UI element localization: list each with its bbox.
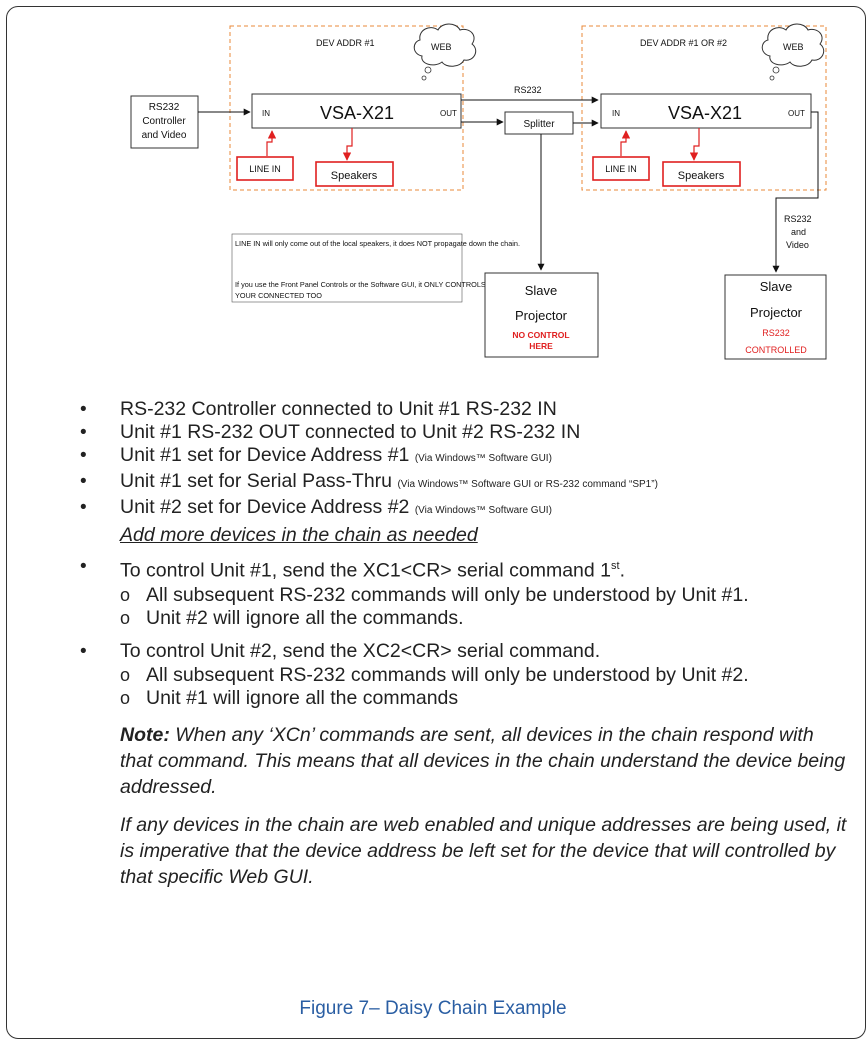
list-item: •RS-232 Controller connected to Unit #1 … (80, 398, 557, 420)
bullet-icon: • (80, 399, 87, 420)
circle-bullet-icon: o (120, 664, 131, 685)
list-item: •To control Unit #1, send the XC1<CR> se… (80, 555, 850, 630)
rs232-video-line1: RS232 (784, 214, 812, 224)
list-item: •Unit #1 set for Serial Pass-Thru (Via W… (80, 470, 658, 492)
xcn-note: Note: When any ‘XCn’ commands are sent, … (120, 723, 846, 798)
rs232-video-line3: Video (786, 240, 809, 250)
list-item: •Unit #1 RS-232 OUT connected to Unit #2… (80, 421, 581, 443)
vsa-unit-2-out: OUT (788, 109, 805, 118)
vsa-unit-1-in: IN (262, 109, 270, 118)
bullet-icon: • (80, 556, 87, 577)
vsa-unit-2 (600, 93, 812, 129)
bullet-icon: • (80, 445, 87, 466)
dev-addr-2-zone (581, 25, 827, 191)
line-in-box-2 (592, 156, 650, 181)
projector-right-line4: CONTROLLED (745, 345, 807, 355)
bullet-icon: • (80, 422, 87, 443)
vsa-unit-2-in: IN (612, 109, 620, 118)
speakers-label-1: Speakers (331, 170, 378, 182)
circle-bullet-icon: o (120, 607, 131, 628)
projector-left-line2: Projector (515, 308, 568, 323)
vsa-unit-1-out: OUT (440, 109, 457, 118)
list-item: •Unit #2 set for Device Address #2 (Via … (80, 496, 850, 547)
projector-right-line2: Projector (750, 305, 803, 320)
line-in-box-1 (236, 156, 294, 181)
projector-left-line3: NO CONTROL (512, 330, 569, 340)
circle-bullet-icon: o (120, 687, 131, 708)
speakers-label-2: Speakers (678, 170, 725, 182)
projector-left-line4: HERE (529, 341, 553, 351)
rs232-controller-box (130, 95, 199, 149)
vsa-unit-1-title: VSA-X21 (320, 103, 394, 123)
vsa-unit-2-title: VSA-X21 (668, 103, 742, 123)
line-in-label-2: LINE IN (605, 164, 637, 174)
list-item: •To control Unit #2, send the XC2<CR> se… (80, 640, 850, 890)
circle-bullet-icon: o (120, 584, 131, 605)
projector-right-line3: RS232 (762, 328, 790, 338)
web-label-1: WEB (431, 42, 452, 52)
chain-note-box (231, 233, 463, 303)
line-in-label-1: LINE IN (249, 164, 281, 174)
web-cloud-2: WEB (761, 23, 825, 81)
rs232-controller-line2: Controller (142, 116, 186, 127)
splitter-label: Splitter (523, 119, 555, 130)
add-devices-note: Add more devices in the chain as needed (120, 524, 478, 546)
instruction-list: •RS-232 Controller connected to Unit #1 … (80, 398, 850, 890)
web-gui-note: If any devices in the chain are web enab… (120, 813, 847, 888)
slave-projector-left (484, 272, 599, 358)
rs232-link-label: RS232 (514, 85, 542, 95)
chain-note-line3: YOUR CONNECTED TOO (235, 291, 322, 300)
speakers-box-1 (315, 161, 394, 187)
dev-addr-2-label: DEV ADDR #1 OR #2 (640, 38, 727, 48)
bullet-icon: • (80, 471, 87, 492)
list-item: •Unit #1 set for Device Address #1 (Via … (80, 444, 552, 466)
chain-note-line2: If you use the Front Panel Controls or t… (235, 280, 522, 289)
daisy-chain-diagram: DEV ADDR #1 DEV ADDR #1 OR #2 WEB WEB RS… (130, 23, 827, 360)
figure-caption: Figure 7– Daisy Chain Example (299, 998, 567, 1019)
speakers-box-2 (662, 161, 741, 187)
rs232-video-line2: and (791, 227, 806, 237)
projector-right-line1: Slave (760, 279, 793, 294)
chain-note-line1: LINE IN will only come out of the local … (235, 239, 520, 248)
web-cloud-1: WEB (413, 23, 477, 81)
slave-projector-right (724, 274, 827, 360)
bullet-icon: • (80, 497, 87, 518)
bullet-icon: • (80, 640, 87, 662)
vsa-unit-1 (251, 93, 462, 129)
dev-addr-1-zone (229, 25, 464, 191)
rs232-controller-line1: RS232 (149, 102, 180, 113)
rs232-controller-line3: and Video (142, 130, 187, 141)
projector-left-line1: Slave (525, 283, 558, 298)
dev-addr-1-label: DEV ADDR #1 (316, 38, 375, 48)
web-label-2: WEB (783, 42, 804, 52)
